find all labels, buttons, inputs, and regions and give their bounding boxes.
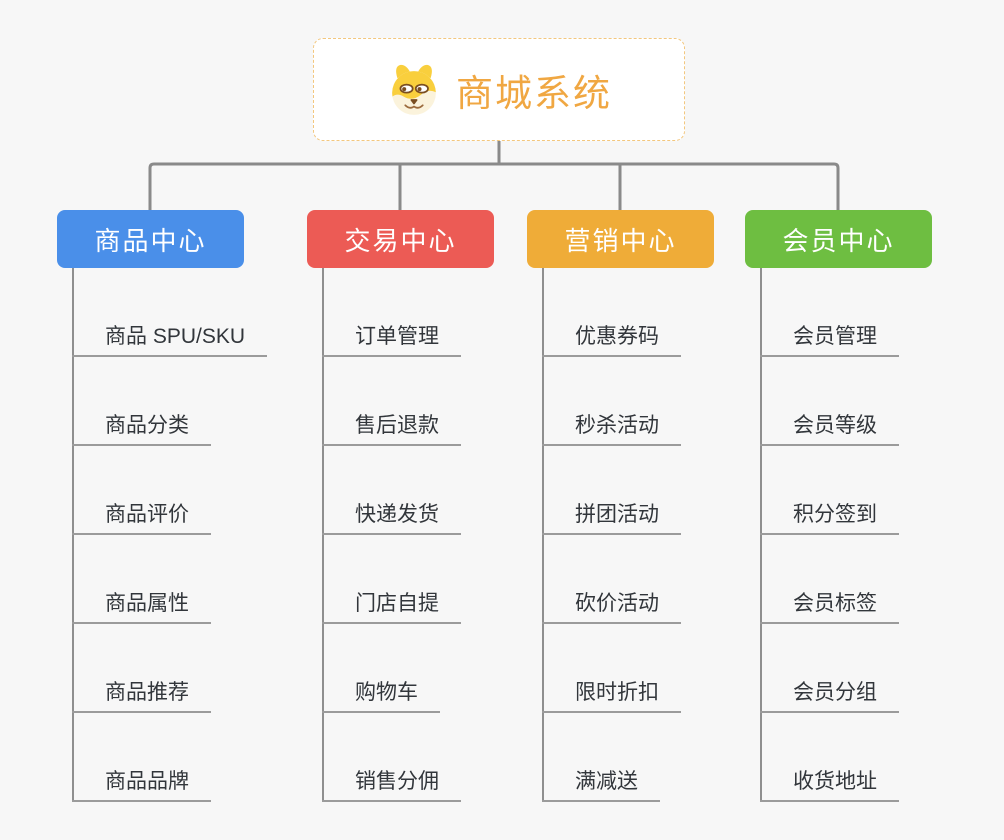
doge-icon xyxy=(392,64,436,115)
leaf-node[interactable]: 快递发货 xyxy=(322,497,461,535)
leaf-node[interactable]: 砍价活动 xyxy=(542,586,681,624)
branch-node-product[interactable]: 商品中心 xyxy=(57,210,244,268)
leaf-node[interactable]: 商品 SPU/SKU xyxy=(72,319,268,357)
leaf-node[interactable]: 会员标签 xyxy=(760,586,899,624)
leaf-node[interactable]: 商品评价 xyxy=(72,497,211,535)
branch-column-product: 商品中心 商品 SPU/SKU 商品分类 商品评价 商品属性 商品推荐 商品品牌 xyxy=(57,210,297,820)
leaf-node[interactable]: 收货地址 xyxy=(760,764,899,802)
leaf-node[interactable]: 门店自提 xyxy=(322,586,461,624)
branch-column-trade: 交易中心 订单管理 售后退款 快递发货 门店自提 购物车 销售分佣 xyxy=(307,210,547,820)
leaf-node[interactable]: 会员分组 xyxy=(760,675,899,713)
leaf-node[interactable]: 商品属性 xyxy=(72,586,211,624)
root-title: 商城系统 xyxy=(456,72,612,114)
leaf-node[interactable]: 优惠券码 xyxy=(542,319,681,357)
leaf-node[interactable]: 会员管理 xyxy=(760,319,899,357)
branch-column-member: 会员中心 会员管理 会员等级 积分签到 会员标签 会员分组 收货地址 xyxy=(745,210,985,820)
branch-node-marketing[interactable]: 营销中心 xyxy=(527,210,714,268)
leaf-node[interactable]: 购物车 xyxy=(322,675,440,713)
branch-node-member[interactable]: 会员中心 xyxy=(745,210,932,268)
leaf-node[interactable]: 拼团活动 xyxy=(542,497,681,535)
leaf-node[interactable]: 秒杀活动 xyxy=(542,408,681,446)
leaf-node[interactable]: 商品推荐 xyxy=(72,675,211,713)
leaf-node[interactable]: 商品品牌 xyxy=(72,764,211,802)
branch-node-trade[interactable]: 交易中心 xyxy=(307,210,494,268)
leaf-node[interactable]: 商品分类 xyxy=(72,408,211,446)
leaf-node[interactable]: 会员等级 xyxy=(760,408,899,446)
leaf-node[interactable]: 限时折扣 xyxy=(542,675,681,713)
leaf-node[interactable]: 积分签到 xyxy=(760,497,899,535)
root-node[interactable]: 商城系统 xyxy=(313,38,685,141)
leaf-node[interactable]: 订单管理 xyxy=(322,319,461,357)
leaf-node[interactable]: 售后退款 xyxy=(322,408,461,446)
leaf-node[interactable]: 满减送 xyxy=(542,764,660,802)
leaf-node[interactable]: 销售分佣 xyxy=(322,764,461,802)
branch-column-marketing: 营销中心 优惠券码 秒杀活动 拼团活动 砍价活动 限时折扣 满减送 xyxy=(527,210,767,820)
